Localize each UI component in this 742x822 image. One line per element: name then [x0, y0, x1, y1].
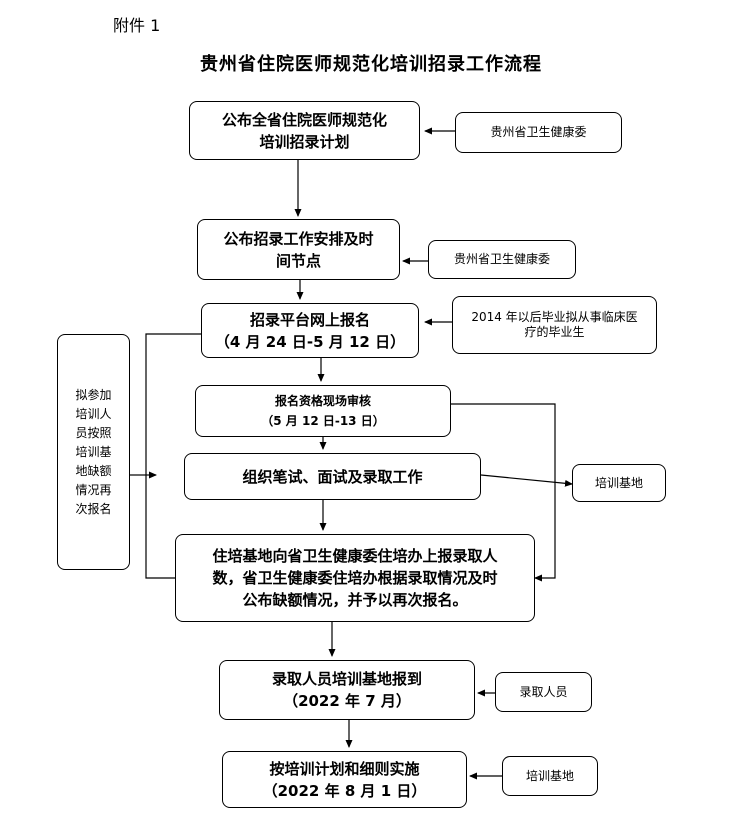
step-announce-plan: 公布全省住院医师规范化 培训招录计划	[189, 101, 420, 160]
note-exam-owner-text: 培训基地	[594, 475, 643, 490]
note-schedule-owner: 贵州省卫生健康委	[428, 240, 576, 279]
step-online-registration-text: 招录平台网上报名 （4 月 24 日-5 月 12 日）	[214, 310, 406, 351]
note-eligible-applicants-text: 2014 年以后毕业拟从事临床医 疗的毕业生	[471, 310, 638, 339]
step-exams: 组织笔试、面试及录取工作	[184, 453, 481, 500]
step-announce-plan-text: 公布全省住院医师规范化 培训招录计划	[221, 110, 387, 151]
attachment-label: 附件 1	[113, 16, 161, 35]
step-implement: 按培训计划和细则实施 （2022 年 8 月 1 日）	[222, 751, 467, 808]
step-exams-text: 组织笔试、面试及录取工作	[242, 467, 423, 486]
step-announce-schedule-text: 公布招录工作安排及时 间节点	[223, 229, 374, 270]
step-report-to-base: 录取人员培训基地报到 （2022 年 7 月）	[219, 660, 475, 720]
step-onsite-review-text: 报名资格现场审核 （5 月 12 日-13 日）	[261, 394, 385, 428]
note-schedule-owner-text: 贵州省卫生健康委	[453, 252, 550, 266]
page-title: 贵州省住院医师规范化培训招录工作流程	[200, 54, 542, 75]
note-reapply-text: 拟参加 培训人 员按照 培训基 地缺额 情况再 次报名	[75, 387, 112, 516]
step-report-vacancies-text: 住培基地向省卫生健康委住培办上报录取人 数，省卫生健康委住培办根据录取情况及时 …	[212, 547, 498, 609]
note-exam-owner: 培训基地	[572, 464, 666, 502]
step-implement-text: 按培训计划和细则实施 （2022 年 8 月 1 日）	[262, 759, 427, 800]
note-implement-owner: 培训基地	[502, 756, 598, 796]
step-report-to-base-text: 录取人员培训基地报到 （2022 年 7 月）	[271, 670, 422, 710]
note-plan-owner-text: 贵州省卫生健康委	[490, 125, 587, 139]
step-report-vacancies: 住培基地向省卫生健康委住培办上报录取人 数，省卫生健康委住培办根据录取情况及时 …	[175, 534, 535, 622]
step-online-registration: 招录平台网上报名 （4 月 24 日-5 月 12 日）	[201, 303, 419, 358]
step-announce-schedule: 公布招录工作安排及时 间节点	[197, 219, 400, 280]
note-eligible-applicants: 2014 年以后毕业拟从事临床医 疗的毕业生	[452, 296, 657, 354]
note-admitted: 录取人员	[495, 672, 592, 712]
note-reapply: 拟参加 培训人 员按照 培训基 地缺额 情况再 次报名	[57, 334, 130, 570]
step-onsite-review: 报名资格现场审核 （5 月 12 日-13 日）	[195, 385, 451, 437]
note-plan-owner: 贵州省卫生健康委	[455, 112, 622, 153]
note-admitted-text: 录取人员	[519, 684, 568, 699]
note-implement-owner-text: 培训基地	[525, 768, 574, 783]
